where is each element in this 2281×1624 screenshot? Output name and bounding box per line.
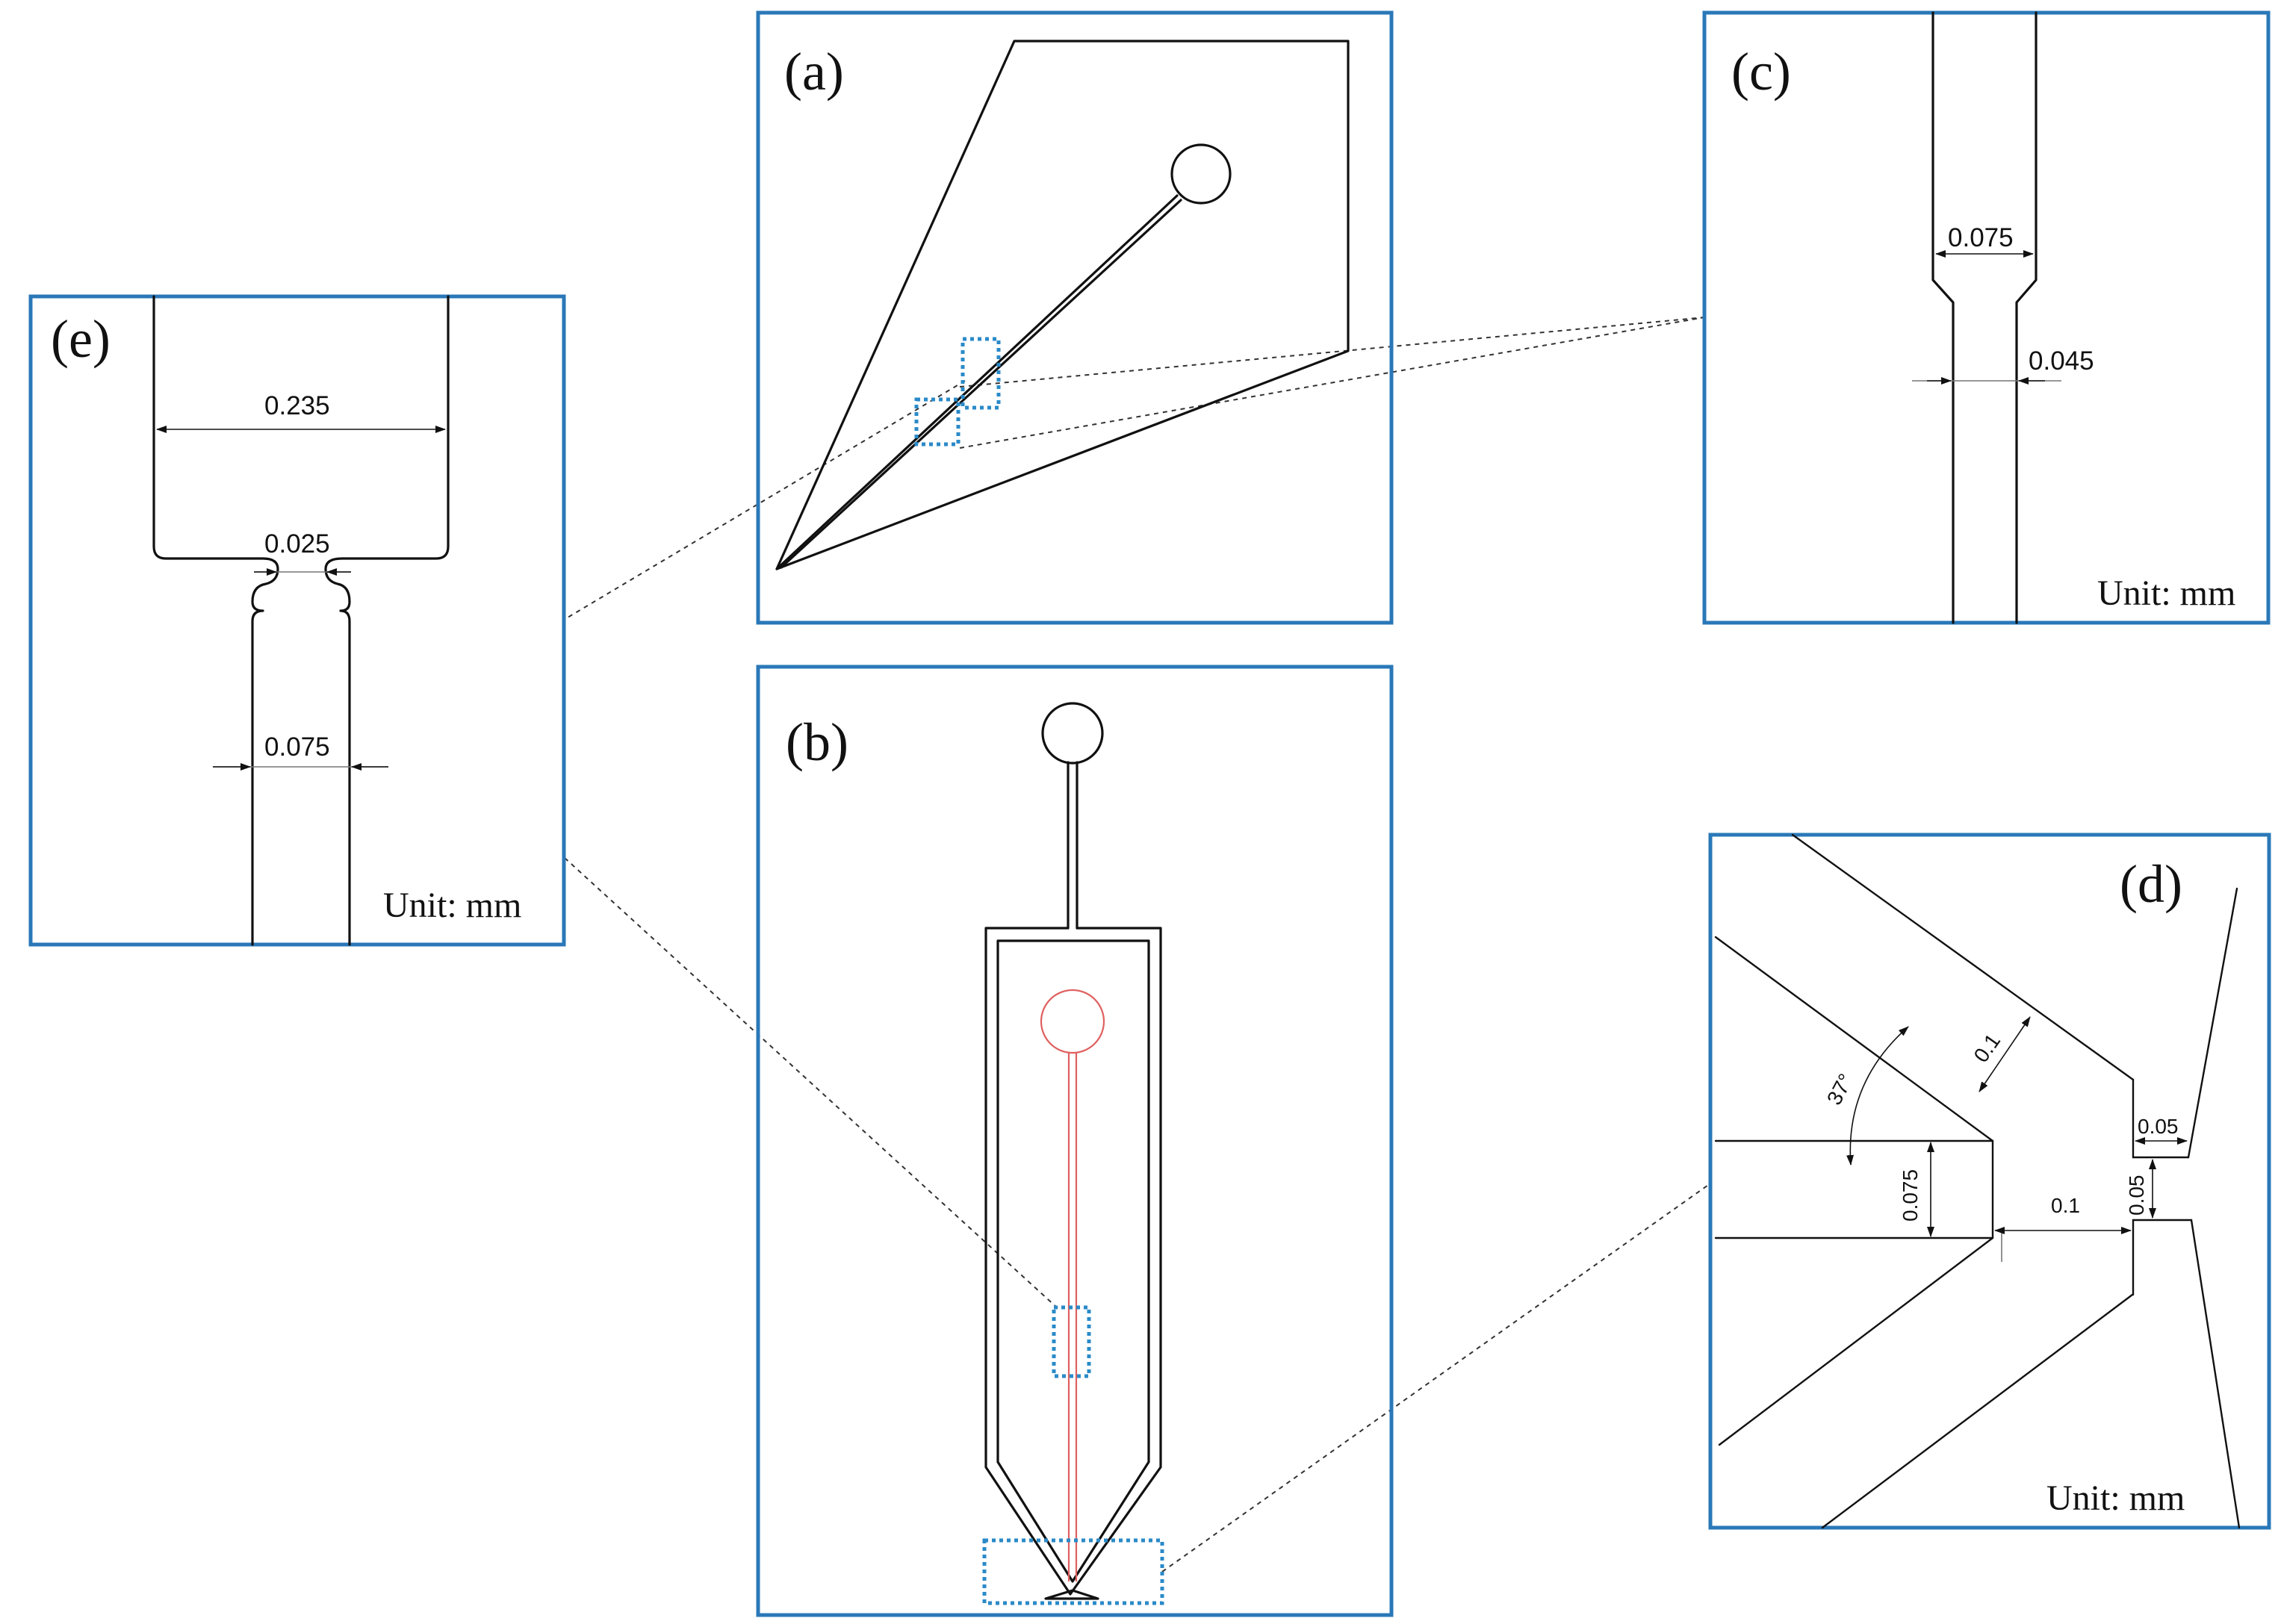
panel-c-frame xyxy=(1702,10,2271,625)
leader-b-to-e xyxy=(563,856,1058,1309)
panel-c-label: (c) xyxy=(1731,42,1791,102)
panel-d: (d) 0.1 37° 0.075 0.1 0.05 0.05 Unit: mm xyxy=(1708,833,2271,1530)
dim-text-d-channel: 0.075 xyxy=(1899,1169,1922,1222)
panel-b: (b) xyxy=(756,665,1394,1617)
wall-d-lower-inner xyxy=(1718,1236,1994,1446)
wall-d-upper-outer xyxy=(1791,833,2135,1081)
unit-label-c: Unit: mm xyxy=(2097,573,2235,613)
channel-right-wall-e xyxy=(324,295,450,946)
zoom-box-a-lower xyxy=(914,397,960,447)
unit-label-d: Unit: mm xyxy=(2046,1478,2185,1518)
dim-text-d-gap: 0.1 xyxy=(2051,1194,2080,1217)
wall-d-upper-inner xyxy=(1714,936,1994,1142)
wall-d-lower-outer xyxy=(1821,1293,2134,1529)
dim-text-e-neck: 0.025 xyxy=(264,529,330,559)
panel-e: (e) 0.235 0.025 0.075 Unit: mm xyxy=(28,294,566,947)
outlet-lower-wall xyxy=(2132,1219,2241,1529)
panel-a-label: (a) xyxy=(784,42,844,102)
dim-text-c-lower: 0.045 xyxy=(2029,346,2094,376)
panel-a-frame xyxy=(756,10,1394,625)
leader-lines xyxy=(563,317,1711,1572)
channel-diagonal-a xyxy=(775,194,1179,570)
leader-b-to-d xyxy=(1161,1183,1711,1572)
zoom-box-a-upper xyxy=(960,337,1001,410)
channel-left-wall-e xyxy=(152,295,279,946)
zoom-box-b-middle xyxy=(1052,1305,1091,1378)
zoom-box-b-bottom xyxy=(982,1538,1164,1605)
dim-arc-d-angle xyxy=(1846,1026,1909,1166)
leader-a-to-c-top xyxy=(959,317,1705,388)
channel-right-wall-c xyxy=(2015,11,2038,624)
unit-label-e: Unit: mm xyxy=(383,886,521,925)
reservoir-circle-b xyxy=(1041,702,1104,765)
panel-e-label: (e) xyxy=(51,309,111,369)
dim-text-e-wide: 0.235 xyxy=(264,391,330,420)
leader-a-to-c-bottom xyxy=(959,317,1705,449)
dim-line-d-diag xyxy=(1979,1016,2031,1092)
panel-c: (c) 0.075 0.045 Unit: mm xyxy=(1702,10,2271,625)
panel-e-frame xyxy=(28,294,566,947)
reservoir-circle-a xyxy=(1170,143,1232,205)
channel-diagonal-a-inner xyxy=(780,199,1182,569)
dim-text-d-top-right: 0.05 xyxy=(2138,1115,2179,1138)
panel-a: (a) xyxy=(756,10,1394,625)
outlet-base xyxy=(1044,1589,1099,1600)
panel-b-label: (b) xyxy=(786,712,848,772)
red-reservoir-circle xyxy=(1040,989,1105,1054)
dim-text-d-angle: 37° xyxy=(1822,1070,1858,1109)
dim-text-e-channel: 0.075 xyxy=(264,732,330,762)
inner-channel-outline xyxy=(996,939,1150,1583)
panel-b-frame xyxy=(756,665,1394,1617)
panel-d-frame xyxy=(1708,833,2271,1530)
panel-d-label: (d) xyxy=(2120,854,2182,914)
dim-text-d-vert-right: 0.05 xyxy=(2125,1175,2148,1216)
leader-a-to-e xyxy=(563,380,966,620)
outlet-upper-wall xyxy=(2132,887,2238,1159)
dim-text-c-upper: 0.075 xyxy=(1948,223,2014,252)
channel-left-wall-c xyxy=(1931,11,1955,624)
outer-channel-outline xyxy=(984,927,1162,1596)
chip-outline xyxy=(775,40,1350,570)
